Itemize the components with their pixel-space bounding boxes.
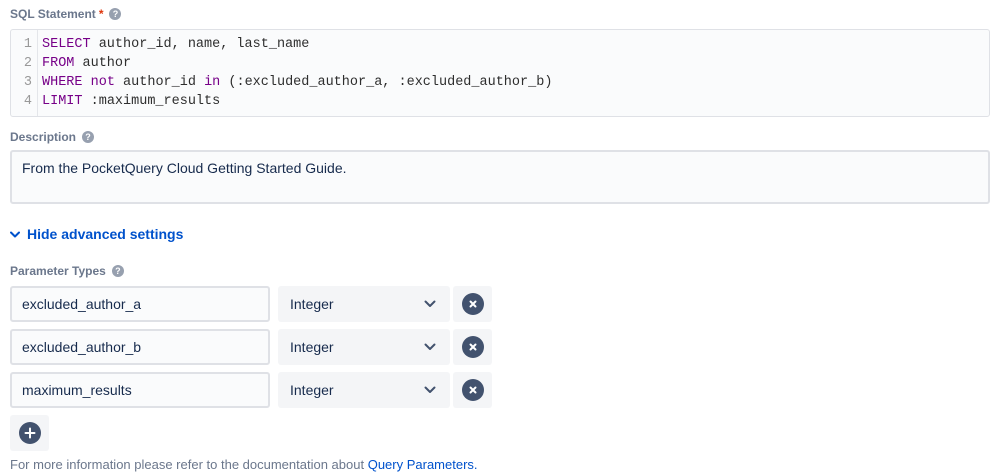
parameter-type-value: Integer [290, 338, 334, 355]
parameter-type-value: Integer [290, 295, 334, 312]
parameter-row: Integer [10, 371, 990, 408]
parameter-name-input[interactable] [10, 371, 270, 408]
cross-circle-icon [461, 335, 484, 358]
remove-parameter-button[interactable] [453, 328, 492, 365]
parameter-row: Integer [10, 285, 990, 322]
parameter-rows: Integer Integer Integer [10, 285, 990, 408]
description-textarea[interactable]: From the PocketQuery Cloud Getting Start… [10, 150, 990, 204]
cross-circle-icon [461, 292, 484, 315]
chevron-down-icon [10, 231, 20, 237]
parameter-types-label-text: Parameter Types [10, 263, 106, 278]
sql-statement-label-text: SQL Statement [10, 7, 96, 21]
remove-parameter-button[interactable] [453, 371, 492, 408]
required-asterisk: * [98, 7, 104, 21]
chevron-down-icon [424, 386, 436, 393]
parameter-type-select[interactable]: Integer [278, 371, 450, 408]
parameter-row: Integer [10, 328, 990, 365]
description-label: Description ? [10, 130, 990, 144]
hide-advanced-settings-toggle[interactable]: Hide advanced settings [10, 226, 183, 242]
help-icon[interactable]: ? [109, 8, 122, 20]
cross-circle-icon [461, 378, 484, 401]
help-icon[interactable]: ? [111, 264, 124, 277]
footer-text: For more information please refer to the… [10, 456, 368, 472]
hide-advanced-settings-label: Hide advanced settings [27, 226, 184, 242]
footer-note: For more information please refer to the… [10, 457, 990, 472]
parameter-name-input[interactable] [10, 328, 270, 365]
plus-circle-icon [18, 421, 41, 444]
remove-parameter-button[interactable] [453, 285, 492, 322]
add-parameter-button[interactable] [10, 414, 49, 451]
parameter-type-value: Integer [290, 381, 334, 398]
parameter-type-select[interactable]: Integer [278, 328, 450, 365]
chevron-down-icon [424, 300, 436, 307]
description-label-text: Description [10, 130, 77, 144]
query-parameters-link[interactable]: Query Parameters. [367, 456, 478, 472]
help-icon[interactable]: ? [82, 131, 95, 143]
parameter-name-input[interactable] [10, 285, 270, 322]
parameter-type-select[interactable]: Integer [278, 285, 450, 322]
parameter-types-label: Parameter Types ? [10, 264, 990, 278]
chevron-down-icon [424, 343, 436, 350]
sql-statement-label: SQL Statement* ? [10, 7, 990, 21]
